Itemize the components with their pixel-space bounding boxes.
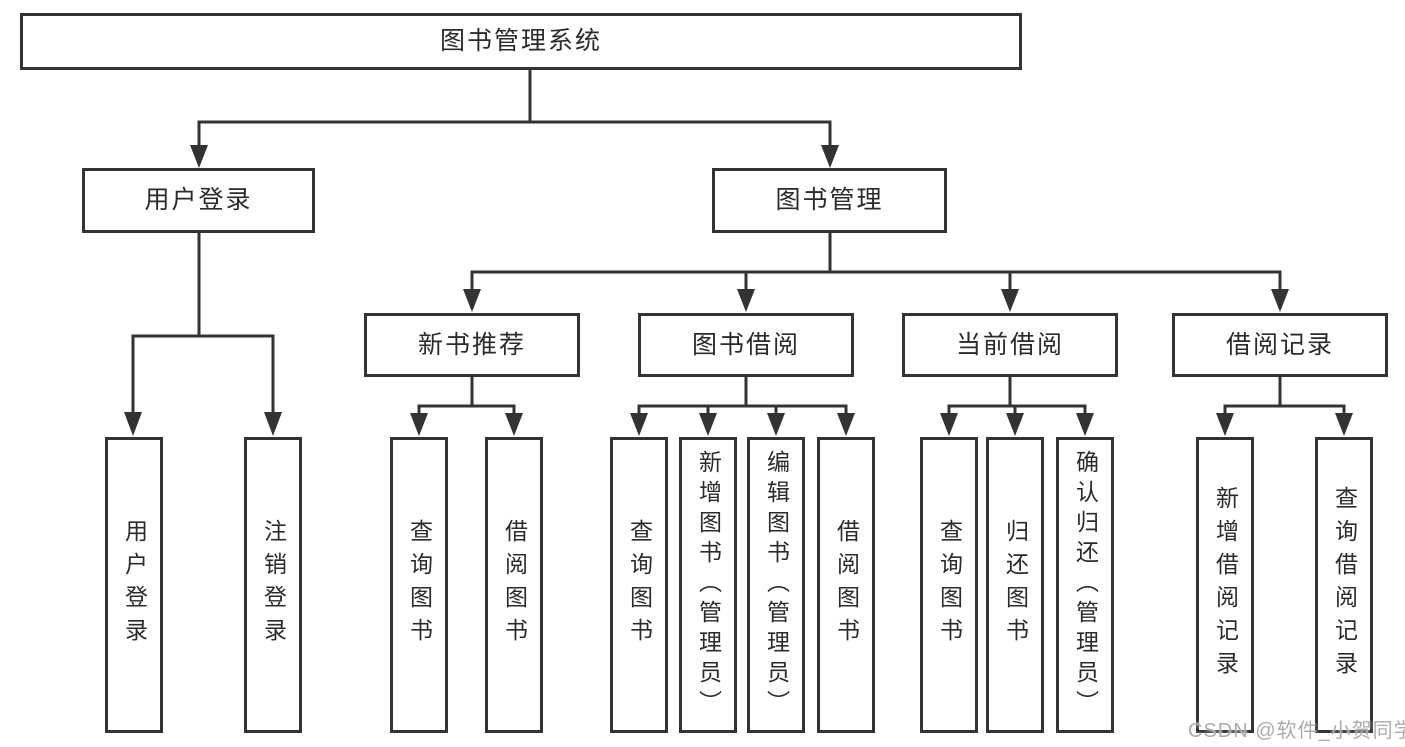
leaf-records-query-record: 查询借阅记录 [1315,437,1373,733]
leaf-logout: 注销登录 [244,437,302,733]
node-new-book-recommend: 新书推荐 [364,313,580,377]
leaf-current-query-books: 查询图书 [920,437,978,733]
leaf-borrow-query-books: 查询图书 [610,437,668,733]
leaf-records-add-record: 新增借阅记录 [1196,437,1254,733]
leaf-user-login: 用户登录 [105,437,163,733]
csdn-watermark: CSDN @软件_小贺同学 [1188,720,1405,742]
leaf-recommend-query-books: 查询图书 [390,437,448,733]
leaf-borrow-add-books-admin: 新增图书（管理员） [679,437,737,733]
node-book-borrow: 图书借阅 [638,313,854,377]
node-user-login: 用户登录 [82,168,315,233]
node-book-management: 图书管理 [712,168,947,233]
node-library-management-system: 图书管理系统 [20,13,1022,70]
leaf-borrow-edit-books-admin: 编辑图书（管理员） [747,437,805,733]
leaf-borrow-borrow-books: 借阅图书 [817,437,875,733]
leaf-current-confirm-return-admin: 确认归还（管理员） [1056,437,1114,733]
node-borrow-records: 借阅记录 [1172,313,1388,377]
leaf-recommend-borrow-books: 借阅图书 [485,437,543,733]
node-current-borrow: 当前借阅 [902,313,1118,377]
leaf-current-return-books: 归还图书 [986,437,1044,733]
